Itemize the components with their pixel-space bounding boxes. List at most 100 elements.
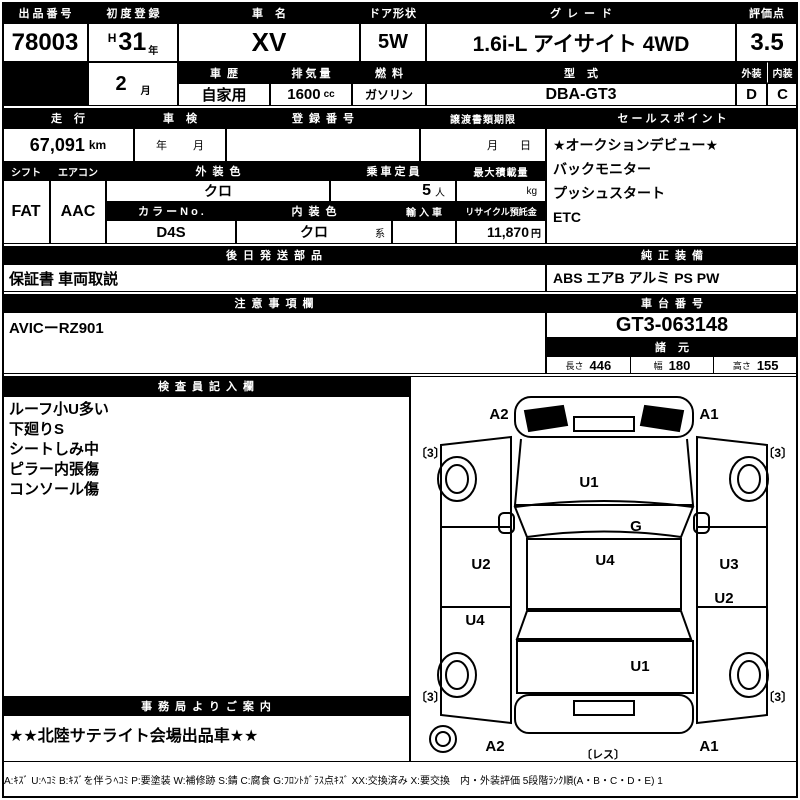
front-bumper-left-grade: A2 xyxy=(489,406,508,423)
era-mark: H xyxy=(107,30,117,45)
history-label: 車歴 xyxy=(178,62,270,83)
color-no-value: D4S xyxy=(106,220,236,244)
dimensions-row: 長さ 446 幅 180 高さ 155 xyxy=(546,356,798,374)
displacement-number: 1600 xyxy=(287,86,321,103)
inspector-notes: ルーフ小U多い 下廻りS シートしみ中 ピラー内張傷 コンソール傷 xyxy=(2,396,410,697)
office-notice-value: ★★北陸サテライト会場出品車★★ xyxy=(2,715,410,762)
chassis-number-label: 車台番号 xyxy=(546,294,798,312)
trunk-grade: U1 xyxy=(630,658,649,675)
registration-number-value xyxy=(226,128,420,162)
inspector-note-item: ピラー内張傷 xyxy=(9,461,100,478)
tire-rear-right-grade: 〔3〕 xyxy=(762,689,793,704)
legend-text: A:ｷｽﾞ U:ﾍｺﾐ B:ｷｽﾞを伴うﾍｺﾐ P:要塗装 W:補修跡 S:錆 … xyxy=(4,775,663,787)
exterior-color-value: クロ xyxy=(106,180,330,202)
dimensions-label: 諸元 xyxy=(546,338,798,356)
recycle-unit: 円 xyxy=(531,228,541,240)
left-front-panel-grade: U2 xyxy=(471,556,490,573)
lot-number-value: 78003 xyxy=(2,23,88,62)
later-parts-value: 保証書 車両取説 xyxy=(2,264,546,292)
car-body-outline xyxy=(440,396,768,734)
shaken-label: 車検 xyxy=(134,108,226,128)
displacement-value: 1600 cc xyxy=(270,83,352,106)
lot-number-label: 出品番号 xyxy=(2,2,88,23)
equipment-value: ABS エアB アルミ PS PW xyxy=(546,264,798,292)
capacity-label: 乗車定員 xyxy=(330,162,456,180)
mileage-number: 67,091 xyxy=(29,134,85,155)
first-registration-label: 初度登録 xyxy=(88,2,178,23)
recycle-deposit-label: リサイクル預託金 xyxy=(456,202,546,220)
caution-label: 注意事項欄 xyxy=(2,294,546,312)
model-code-value: DBA-GT3 xyxy=(426,83,736,106)
shaken-month-unit: 月 xyxy=(193,140,204,152)
grade-label: グレード xyxy=(426,2,736,23)
transfer-day-unit: 日 xyxy=(520,140,531,152)
year-unit: 年 xyxy=(148,46,159,57)
tire-rear-left-grade: 〔3〕 xyxy=(415,689,446,704)
transfer-month-unit: 月 xyxy=(487,140,498,152)
score-label: 評価点 xyxy=(736,2,798,23)
aircon-value: AAC xyxy=(50,180,106,244)
mirror-left-icon xyxy=(498,512,515,534)
shift-label: シフト xyxy=(2,162,50,180)
roof-grade: U4 xyxy=(595,552,615,569)
door-shape-value: 5W xyxy=(360,23,426,62)
later-parts-label: 後日発送部品 xyxy=(2,246,546,264)
fuel-label: 燃料 xyxy=(352,62,426,83)
interior-grade-label: 内装 xyxy=(767,62,798,83)
height-label: 高さ xyxy=(732,360,751,371)
right-front-panel-grade: U3 xyxy=(719,556,738,573)
interior-color-suffix: 系 xyxy=(375,228,385,240)
first-registration-year: H 31 年 xyxy=(88,23,178,62)
car-name-value: XV xyxy=(178,23,360,62)
height-value: 155 xyxy=(756,357,779,373)
aircon-label: エアコン xyxy=(50,162,106,180)
vehicle-diagram: A2 A1 U1 G U2 U4 U3 U2 U4 U1 A2 A1 〔3〕 〔… xyxy=(415,396,793,761)
recycle-deposit-value: 11,870 円 xyxy=(456,220,546,244)
history-value: 自家用 xyxy=(178,83,270,106)
capacity-unit: 人 xyxy=(435,187,445,199)
door-shape-label: ドア形状 xyxy=(360,2,426,23)
car-name-label: 車名 xyxy=(178,2,360,23)
recycle-number: 11,870 xyxy=(486,224,529,240)
import-car-label: 輸入車 xyxy=(392,202,456,220)
tire-front-right-grade: 〔3〕 xyxy=(762,445,793,460)
office-notice-label: 事務局よりご案内 xyxy=(2,697,410,715)
sales-point-item: プッシュスタート xyxy=(553,185,665,201)
color-no-label: カラーNo. xyxy=(106,202,236,220)
interior-grade-value: C xyxy=(767,83,798,106)
spare-tire-note: 〔レス〕 xyxy=(581,748,625,761)
rear-bumper-right-grade: A1 xyxy=(699,738,718,755)
mileage-value: 67,091 km xyxy=(2,128,134,162)
length-value: 446 xyxy=(589,357,612,373)
month-unit: 月 xyxy=(140,85,151,97)
model-code-label: 型式 xyxy=(426,62,736,83)
sales-point-item: バックモニター xyxy=(553,161,651,177)
inspector-note-item: コンソール傷 xyxy=(9,481,100,498)
shaken-value: 年 月 xyxy=(134,128,226,162)
length-label: 長さ xyxy=(565,360,584,371)
grade-value: 1.6i-L アイサイト 4WD xyxy=(426,23,736,62)
interior-color-label: 内装色 xyxy=(236,202,392,220)
registration-number-label: 登録番号 xyxy=(226,108,420,128)
panel-grade-labels: A2 A1 U1 G U2 U4 U3 U2 U4 U1 A2 A1 xyxy=(465,406,738,755)
capacity-value: 5 人 xyxy=(330,180,456,202)
rear-bumper-left-grade: A2 xyxy=(485,738,504,755)
exterior-grade-label: 外装 xyxy=(736,62,767,83)
max-load-label: 最大積載量 xyxy=(456,162,546,180)
width-cell: 幅 180 xyxy=(629,357,714,373)
displacement-unit: cc xyxy=(323,89,335,100)
sales-points-list: ★オークションデビュー★ バックモニター プッシュスタート ETC xyxy=(546,128,798,244)
transfer-deadline-value: 月 日 xyxy=(420,128,546,162)
fuel-value: ガソリン xyxy=(352,83,426,106)
interior-color-name: クロ xyxy=(300,224,328,240)
capacity-number: 5 xyxy=(422,182,431,199)
score-value: 3.5 xyxy=(736,23,798,62)
sales-points-label: セールスポイント xyxy=(546,108,798,128)
headlight-right-icon xyxy=(639,404,685,433)
hood-grade: U1 xyxy=(579,474,598,491)
inspector-note-item: 下廻りS xyxy=(9,421,65,438)
exterior-grade-value: D xyxy=(736,83,767,106)
inspector-notes-label: 検査員記入欄 xyxy=(2,376,410,396)
windshield-grade: G xyxy=(630,518,642,535)
